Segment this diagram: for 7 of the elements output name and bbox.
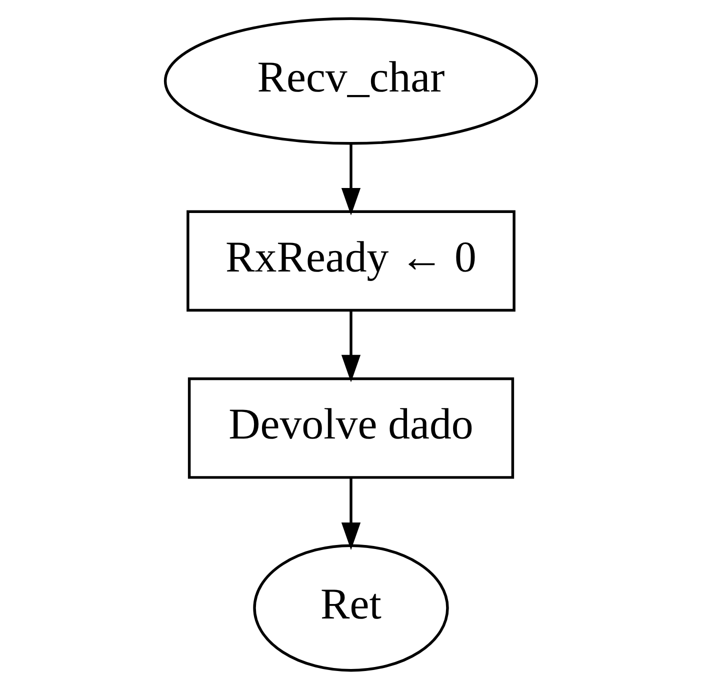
- node-ellipse: Ret: [252, 544, 448, 672]
- arrow: [340, 478, 360, 550]
- arrow: [340, 144, 360, 216]
- arrow: [340, 310, 360, 382]
- node-box: Devolve dado: [187, 377, 514, 479]
- node-box: RxReady ← 0: [186, 210, 515, 312]
- node-ellipse: Recv_char: [163, 17, 538, 145]
